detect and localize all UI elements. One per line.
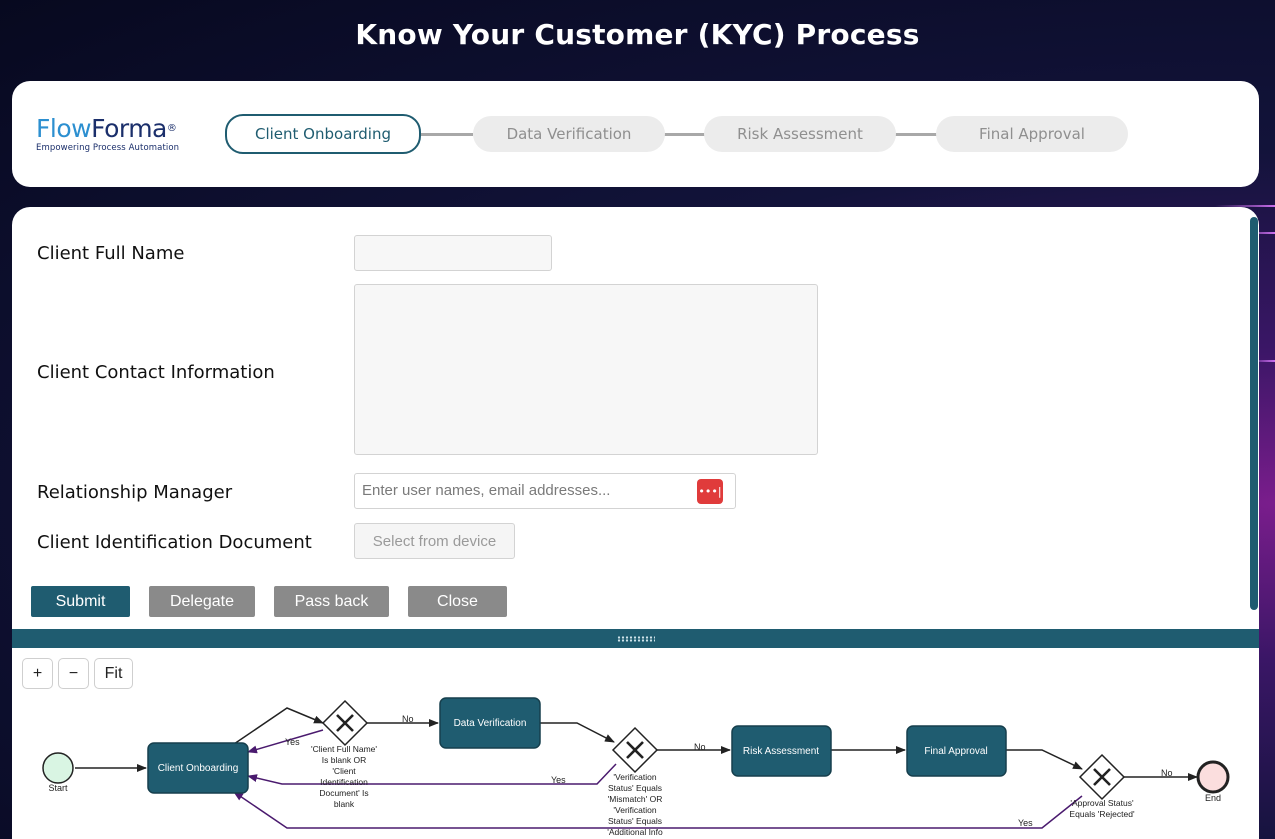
condition-line: 'Verification <box>613 772 656 782</box>
condition-line: 'Approval Status' <box>1070 798 1134 808</box>
client-contact-info-label: Client Contact Information <box>37 362 275 383</box>
zoom-in-button[interactable]: + <box>22 658 53 689</box>
edge-label-yes: Yes <box>285 737 300 747</box>
stepper-connector <box>421 133 473 136</box>
task-data-verification-label: Data Verification <box>454 718 527 729</box>
relationship-manager-label: Relationship Manager <box>37 482 233 503</box>
exclusive-gateway-icon <box>626 741 644 759</box>
select-from-device-button[interactable]: Select from device <box>354 523 515 559</box>
flowforma-logo: FlowForma® Empowering Process Automation <box>36 114 180 154</box>
gateway-1[interactable] <box>321 699 369 747</box>
background-streak <box>1250 360 1275 362</box>
task-risk-assessment-label: Risk Assessment <box>743 746 819 757</box>
submit-button[interactable]: Submit <box>31 586 130 617</box>
gateway-2-condition: 'Verification Status' Equals 'Mismatch' … <box>607 772 663 837</box>
delegate-button[interactable]: Delegate <box>149 586 255 617</box>
panel-splitter[interactable] <box>12 629 1259 648</box>
relationship-manager-input[interactable]: Enter user names, email addresses... •••… <box>354 473 736 509</box>
client-full-name-input[interactable] <box>354 235 552 271</box>
drag-handle-icon[interactable] <box>616 635 655 642</box>
form-scrollbar[interactable] <box>1250 217 1258 610</box>
condition-line: 'Verification <box>613 805 656 815</box>
edge-label-no: No <box>1161 768 1173 778</box>
condition-line: Document' Is <box>319 788 368 798</box>
flow-gateway3-yes-return <box>233 791 1083 829</box>
close-button[interactable]: Close <box>408 586 507 617</box>
flow-verification-to-gateway2 <box>540 722 615 743</box>
task-data-verification[interactable]: Data Verification <box>439 697 541 749</box>
condition-line: blank <box>334 799 355 809</box>
step-client-onboarding[interactable]: Client Onboarding <box>225 114 421 154</box>
client-contact-info-textarea[interactable] <box>354 284 818 455</box>
client-id-document-label: Client Identification Document <box>37 532 312 553</box>
stepper-connector <box>663 133 707 136</box>
logo-registered-mark: ® <box>166 123 177 134</box>
task-final-approval-label: Final Approval <box>924 746 987 757</box>
step-data-verification[interactable]: Data Verification <box>473 116 665 152</box>
gateway-3-condition: 'Approval Status' Equals 'Rejected' <box>1069 798 1135 819</box>
form-card: Client Full Name Client Contact Informat… <box>12 207 1259 632</box>
logo-tagline: Empowering Process Automation <box>36 143 180 153</box>
exclusive-gateway-icon <box>336 714 354 732</box>
edge-label-no: No <box>402 714 414 724</box>
header-card: FlowForma® Empowering Process Automation… <box>12 81 1259 187</box>
flow-gateway1-yes-return <box>247 729 324 754</box>
condition-line: Status' Equals <box>608 783 662 793</box>
edge-label-no: No <box>694 742 706 752</box>
task-client-onboarding[interactable]: Client Onboarding <box>147 742 249 794</box>
condition-line: 'Client <box>332 766 356 776</box>
gateway-2[interactable] <box>611 726 659 774</box>
logo-flow-text: Flow <box>36 114 92 143</box>
stepper-connector <box>895 133 937 136</box>
flow-gateway2-yes-return <box>247 763 617 785</box>
exclusive-gateway-icon <box>1093 768 1111 786</box>
task-risk-assessment[interactable]: Risk Assessment <box>731 725 832 777</box>
edge-label-yes: Yes <box>551 775 566 785</box>
step-risk-assessment[interactable]: Risk Assessment <box>704 116 896 152</box>
end-event-label: End <box>1205 793 1221 803</box>
condition-line: Identification <box>320 777 368 787</box>
condition-line: 'Client Full Name' <box>311 744 377 754</box>
relationship-manager-placeholder: Enter user names, email addresses... <box>362 482 611 499</box>
condition-line: 'Additional Info <box>607 827 663 837</box>
logo-forma-text: Forma <box>91 114 167 143</box>
task-client-onboarding-label: Client Onboarding <box>158 763 239 774</box>
process-diagram-panel: + − Fit Yes No Yes No No Yes <box>12 648 1259 839</box>
process-diagram: Yes No Yes No No Yes Start End Client On… <box>42 697 1230 837</box>
start-event-label: Start <box>48 783 68 793</box>
condition-line: Is blank OR <box>322 755 366 765</box>
edge-label-yes: Yes <box>1018 818 1033 828</box>
condition-line: Equals 'Rejected' <box>1069 809 1135 819</box>
start-event[interactable] <box>42 752 74 784</box>
task-final-approval[interactable]: Final Approval <box>906 725 1007 777</box>
client-full-name-label: Client Full Name <box>37 243 185 264</box>
gateway-1-condition: 'Client Full Name' Is blank OR 'Client I… <box>311 744 377 809</box>
step-final-approval[interactable]: Final Approval <box>936 116 1128 152</box>
background-streak <box>1215 205 1275 207</box>
condition-line: 'Mismatch' OR <box>608 794 663 804</box>
people-picker-icon[interactable]: •••| <box>697 479 723 504</box>
flow-onboarding-to-gateway1 <box>233 707 324 745</box>
flow-approval-to-gateway3 <box>1006 749 1083 770</box>
page-title: Know Your Customer (KYC) Process <box>355 18 920 51</box>
end-event[interactable] <box>1196 760 1230 794</box>
pass-back-button[interactable]: Pass back <box>274 586 389 617</box>
condition-line: Status' Equals <box>608 816 662 826</box>
zoom-fit-button[interactable]: Fit <box>94 658 133 689</box>
zoom-out-button[interactable]: − <box>58 658 89 689</box>
gateway-3[interactable] <box>1078 753 1126 801</box>
